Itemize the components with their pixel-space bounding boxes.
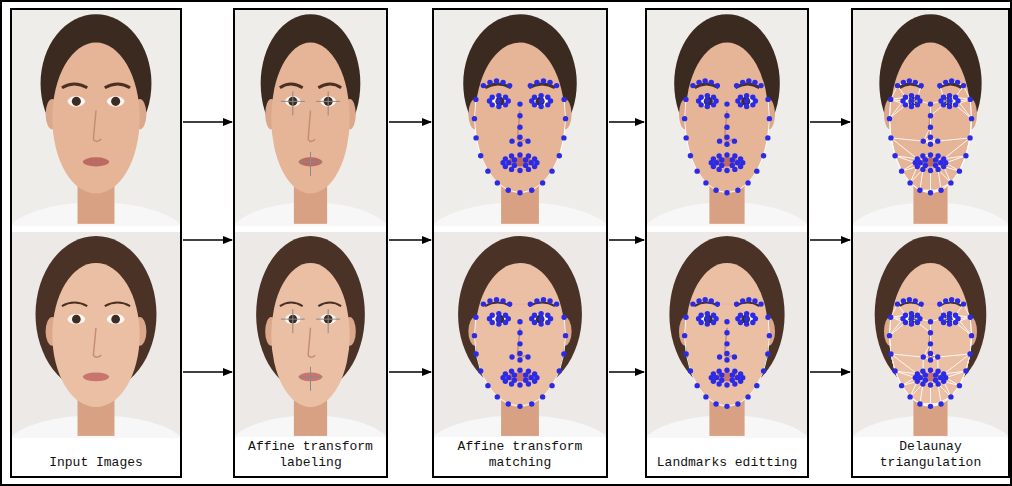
face-image (853, 232, 1008, 438)
flow-arrow (609, 239, 644, 241)
flow-arrow (183, 371, 232, 373)
flow-arrow (183, 239, 232, 241)
stage-panel: Input Images (10, 8, 182, 478)
stage-panel: Delaunay triangulation (851, 8, 1010, 478)
flow-arrow (389, 371, 431, 373)
flow-arrow (389, 121, 431, 123)
face-image (12, 10, 180, 226)
stage-panel: Affine transform matching (432, 8, 608, 478)
stage-label: Affine transform matching (436, 437, 604, 473)
flow-arrow (183, 121, 232, 123)
flow-arrow (810, 371, 850, 373)
flow-arrow (389, 239, 431, 241)
face-image (235, 10, 386, 226)
flow-arrow (609, 121, 644, 123)
face-image (434, 232, 606, 438)
face-image (647, 232, 807, 438)
stage-label: Landmarks editting (649, 453, 805, 473)
stage-label: Input Images (14, 453, 178, 473)
stage-panel: Affine transform labeling (233, 8, 388, 478)
face-image (235, 232, 386, 438)
stage-panel: Landmarks editting (645, 8, 809, 478)
face-image (12, 232, 180, 438)
flow-arrow (810, 239, 850, 241)
flow-arrow (609, 371, 644, 373)
face-image (434, 10, 606, 226)
flow-arrow (810, 121, 850, 123)
face-image (853, 10, 1008, 226)
stage-label: Delaunay triangulation (855, 437, 1006, 473)
face-image (647, 10, 807, 226)
stage-label: Affine transform labeling (237, 437, 384, 473)
